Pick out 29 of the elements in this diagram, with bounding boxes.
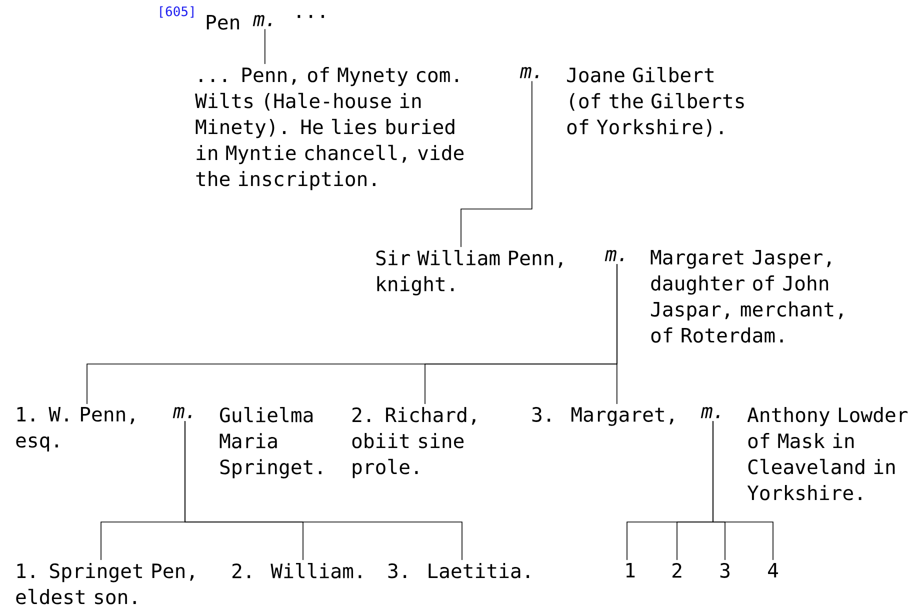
person-entry: Pen <box>206 15 239 30</box>
descent-line <box>460 80 532 248</box>
child-number: 1 <box>626 563 635 578</box>
person-entry: 1. W. Penn, esq. <box>16 407 134 452</box>
person-entry: Sir William Penn, knight. <box>376 250 562 296</box>
person-entry: Joane Gilbert (of the Gilberts of Yorkshire). <box>567 67 744 137</box>
person-entry: 3. Laetitia. <box>388 563 530 578</box>
person-entry: Gulielma Maria Springet. <box>220 407 322 478</box>
child-number: 4 <box>768 563 778 578</box>
child-number: 3 <box>720 563 730 578</box>
marriage-mark: m. <box>252 15 272 26</box>
person-entry: ... Penn, of Mynety com. Wilts (Hale-house in Minety). He lies buried in Myntie chancell, vide the inscription. <box>195 67 464 190</box>
marriage-mark: m. <box>700 407 720 418</box>
footnote-reference: [605] <box>160 6 194 18</box>
person-entry: ... <box>298 15 324 18</box>
marriage-mark: m. <box>604 250 624 262</box>
person-entry: 2. Richard, obiit sine prole. <box>352 407 476 478</box>
marriage-mark: m. <box>172 407 192 418</box>
child-number: 2 <box>672 563 682 578</box>
descent-line <box>184 420 462 560</box>
person-entry: 2. William. <box>232 563 362 578</box>
person-entry: Anthony Lowder of Mask in Cleaveland in Yorkshire. <box>747 407 908 500</box>
person-entry: 1. Springet Pen, eldest son. <box>16 563 194 604</box>
descent-line <box>616 264 618 404</box>
person-entry: 3. Margaret, <box>532 407 674 426</box>
descent-line <box>264 28 266 64</box>
marriage-mark: m. <box>520 67 538 78</box>
descent-line <box>712 420 774 560</box>
person-entry: Margaret Jasper, daughter of John Jaspar, merchant, of Roterdam. <box>650 250 842 343</box>
